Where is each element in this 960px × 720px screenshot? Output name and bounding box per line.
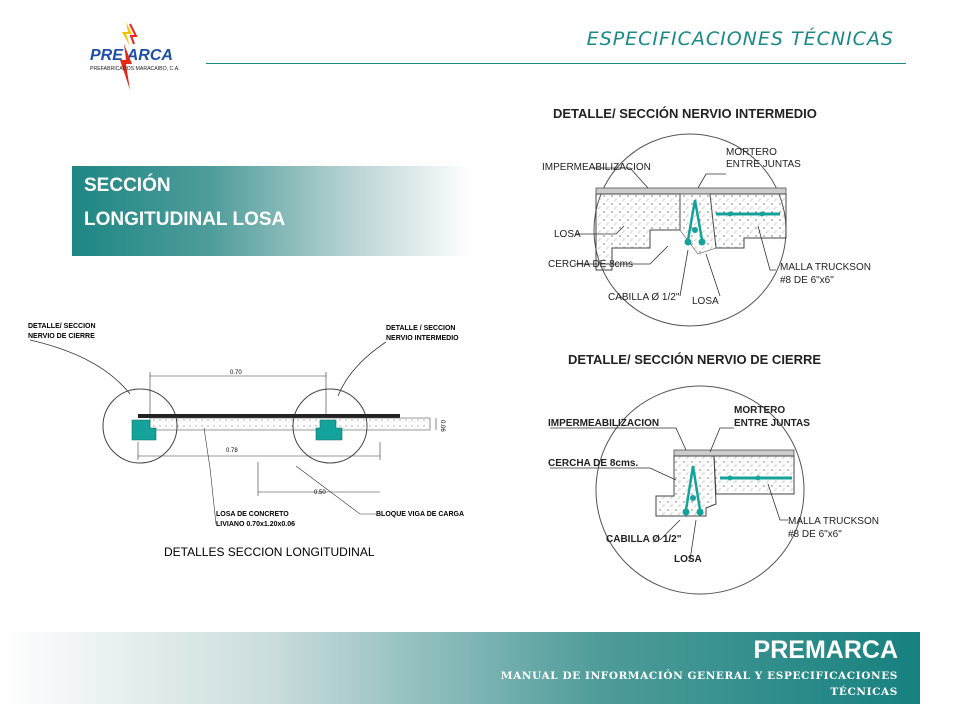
slab-right	[713, 455, 795, 495]
label-losa: LOSA	[674, 554, 702, 565]
label-cercha: CERCHA DE 8cms	[548, 259, 633, 270]
page-title: ESPECIFICACIONES TÉCNICAS	[586, 28, 894, 50]
label-mortero: MORTERO	[734, 405, 785, 416]
label-losa-dimensions: LIVIANO 0.70x1.20x0.06	[216, 521, 295, 528]
longitudinal-section-drawing: DETALLE/ SECCION NERVIO DE CIERRE DETALL…	[28, 323, 464, 559]
label-mortero: MORTERO	[726, 147, 777, 158]
label-entre-juntas: ENTRE JUNTAS	[734, 418, 810, 429]
footer-subtitle-line1: MANUAL DE INFORMACIÓN GENERAL Y ESPECIFI…	[500, 670, 898, 682]
label-inter-1: DETALLE / SECCION	[386, 325, 455, 332]
label-malla: MALLA TRUCKSON	[788, 516, 879, 527]
section-title-line2: LONGITUDINAL LOSA	[84, 209, 286, 230]
dim-070: 0.70	[230, 370, 242, 376]
label-impermeabilizacion: IMPERMEABILIZACION	[548, 418, 659, 429]
dim-050: 0.50	[314, 490, 326, 496]
truss-bar	[686, 199, 704, 241]
label-losa: LOSA	[554, 229, 581, 240]
section-banner: SECCIÓN LONGITUDINAL LOSA	[72, 166, 472, 256]
slab-top-line	[138, 414, 400, 418]
logo-text: PRE ARCA	[90, 47, 173, 64]
label-cabilla: CABILLA Ø 1/2"	[606, 534, 682, 545]
detail-intermedio-title: DETALLE/ SECCIÓN NERVIO INTERMEDIO	[553, 106, 817, 121]
label-bloque-viga: BLOQUE VIGA DE CARGA	[376, 511, 464, 518]
slab-right	[709, 193, 787, 249]
intermediate-beam-block	[315, 419, 343, 441]
label-losa-concreto: LOSA DE CONCRETO	[216, 511, 289, 518]
waterproofing-layer	[673, 449, 795, 457]
detail-cierre-drawing: IMPERMEABILIZACION MORTERO ENTRE JUNTAS …	[548, 385, 879, 595]
closure-beam-block	[131, 419, 157, 441]
label-impermeabilizacion: IMPERMEABILIZACION	[542, 162, 651, 173]
longitudinal-caption: DETALLES SECCION LONGITUDINAL	[164, 545, 375, 559]
detail-intermedio-drawing: IMPERMEABILIZACION MORTERO ENTRE JUNTAS …	[542, 133, 871, 327]
label-cierre-2: NERVIO DE CIERRE	[28, 333, 95, 340]
company-logo: PRE ARCA PREFABRICADOS MARACAIBO, C.A.	[86, 20, 196, 100]
dim-006: 0.06	[439, 420, 445, 432]
header-divider	[206, 63, 906, 64]
section-title-line1: SECCIÓN	[84, 175, 171, 196]
truss-bar	[684, 465, 702, 511]
footer-brand: PREMARCA	[753, 636, 898, 664]
light-concrete-slab	[149, 417, 431, 431]
label-malla-size: #8 DE 6"x6"	[788, 529, 842, 540]
label-cierre-1: DETALLE/ SECCION	[28, 323, 96, 330]
dim-078: 0.78	[226, 448, 238, 454]
label-cabilla: CABILLA Ø 1/2"	[608, 292, 680, 303]
label-cercha: CERCHA DE 8cms.	[548, 458, 638, 469]
detail-circle	[595, 385, 805, 595]
label-entre-juntas: ENTRE JUNTAS	[726, 159, 801, 170]
footer-banner: PREMARCA MANUAL DE INFORMACIÓN GENERAL Y…	[0, 632, 920, 704]
logo-subtext: PREFABRICADOS MARACAIBO, C.A.	[90, 66, 180, 72]
label-losa-bottom: LOSA	[692, 296, 719, 307]
label-malla-size: #8 DE 6"x6"	[780, 275, 834, 286]
waterproofing-layer	[595, 187, 787, 195]
label-inter-2: NERVIO INTERMEDIO	[386, 335, 459, 342]
label-malla: MALLA TRUCKSON	[780, 262, 871, 273]
footer-subtitle-line2: TÉCNICAS	[830, 686, 898, 698]
detail-cierre-title: DETALLE/ SECCIÓN NERVIO DE CIERRE	[568, 352, 822, 367]
